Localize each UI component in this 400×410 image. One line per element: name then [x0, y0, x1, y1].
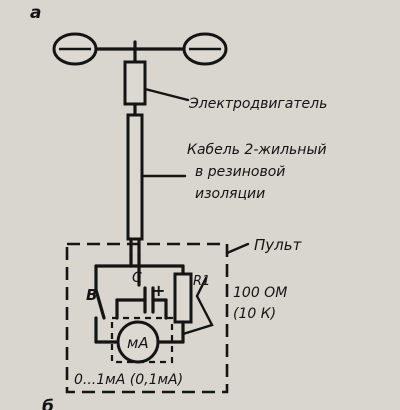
resistor-wiper — [181, 276, 214, 336]
meter-range-label: 0...1мА (0,1мА) — [74, 372, 183, 388]
resistor-body — [173, 272, 193, 324]
resistor-label: R1 — [193, 274, 210, 289]
milliammeter — [116, 320, 160, 364]
figure-letter-bottom: б — [42, 397, 54, 410]
cable-sheath — [126, 113, 144, 241]
console-circuit — [94, 253, 214, 364]
switch-label: B — [86, 286, 97, 304]
meter-label: мА — [127, 334, 149, 352]
anemometer-rotor — [52, 32, 228, 66]
cable-label-line1: Кабель 2-жильный — [187, 142, 327, 158]
switch-blade — [94, 288, 106, 320]
motor-body — [123, 60, 147, 106]
electric-motor — [123, 60, 190, 106]
console-label: Пульт — [254, 236, 303, 254]
console-enclosure — [65, 242, 229, 394]
two-core-cable — [126, 102, 187, 257]
capacitor-label: C — [132, 270, 142, 286]
motor-label: Электродвигатель — [188, 96, 327, 112]
resistance-value: 100 ОМ — [233, 285, 287, 301]
cable-label-line2: в резиновой — [195, 164, 285, 180]
capacitor-polarity: + — [152, 281, 165, 300]
resistance-alt-value: (10 К) — [233, 306, 276, 322]
figure-letter: а — [30, 3, 41, 23]
motor-leader — [143, 87, 190, 102]
cable-label-line3: изоляции — [195, 186, 265, 202]
console-leader — [225, 242, 250, 255]
